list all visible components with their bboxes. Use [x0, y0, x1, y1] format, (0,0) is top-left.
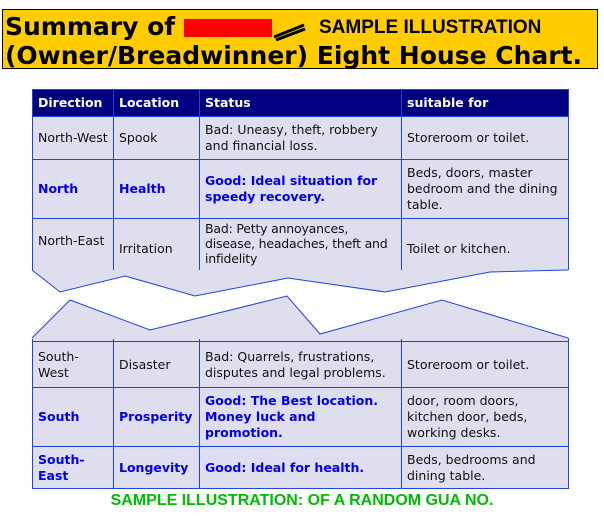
title-prefix: Summary of: [5, 12, 176, 41]
cell-direction: South: [32, 387, 114, 447]
cell-suitable: door, room doors, kitchen door, beds, wo…: [401, 387, 569, 447]
cell-status: Good: Ideal for health.: [199, 446, 402, 489]
table-row: South-East Longevity Good: Ideal for hea…: [32, 446, 569, 489]
table-header: Direction Location Status suitable for: [32, 89, 569, 117]
col-location: Location: [113, 89, 200, 117]
cell-suitable: Storeroom or toilet.: [401, 341, 569, 388]
cell-location: Longevity: [113, 446, 200, 489]
cell-suitable: Storeroom or toilet.: [401, 116, 569, 160]
table-row: North Health Good: Ideal situation for s…: [32, 159, 569, 219]
sample-label: SAMPLE ILLUSTRATION: [319, 17, 542, 38]
title-owner: (Owner/Breadwinner): [5, 41, 309, 70]
redacted-name: [183, 19, 272, 37]
cell-direction: South-East: [32, 446, 114, 489]
cell-suitable: Beds, doors, master bedroom and the dini…: [401, 159, 569, 219]
cell-location: Health: [113, 159, 200, 219]
footer-note: SAMPLE ILLUSTRATION: OF A RANDOM GUA NO.: [110, 492, 494, 509]
cell-direction: South-West: [32, 341, 114, 388]
table-row: North-West Spook Bad: Uneasy, theft, rob…: [32, 116, 569, 160]
title-chart: Eight House Chart.: [316, 41, 583, 70]
cell-suitable: Beds, bedrooms and dining table.: [401, 446, 569, 489]
cell-direction: North: [32, 159, 114, 219]
table-row: South-West Disaster Bad: Quarrels, frust…: [32, 341, 569, 388]
title-line-1: Summary of: [5, 12, 306, 42]
col-direction: Direction: [32, 89, 114, 117]
col-status: Status: [199, 89, 402, 117]
title-banner: Summary of SAMPLE ILLUSTRATION (Owner/Br…: [2, 9, 598, 70]
table-row: South Prosperity Good: The Best location…: [32, 387, 569, 447]
cell-status: Good: Ideal situation for speedy recover…: [199, 159, 402, 219]
cell-direction: North-West: [32, 116, 114, 160]
cell-status: Good: The Best location. Money luck and …: [199, 387, 402, 447]
cell-status: Bad: Quarrels, frustrations, disputes an…: [199, 341, 402, 388]
title-line-2: (Owner/Breadwinner) Eight House Chart.: [5, 41, 582, 70]
cell-location: Disaster: [113, 341, 200, 388]
cell-location: Spook: [113, 116, 200, 160]
cell-status: Bad: Uneasy, theft, robbery and financia…: [199, 116, 402, 160]
scribble-mark: [272, 18, 306, 42]
